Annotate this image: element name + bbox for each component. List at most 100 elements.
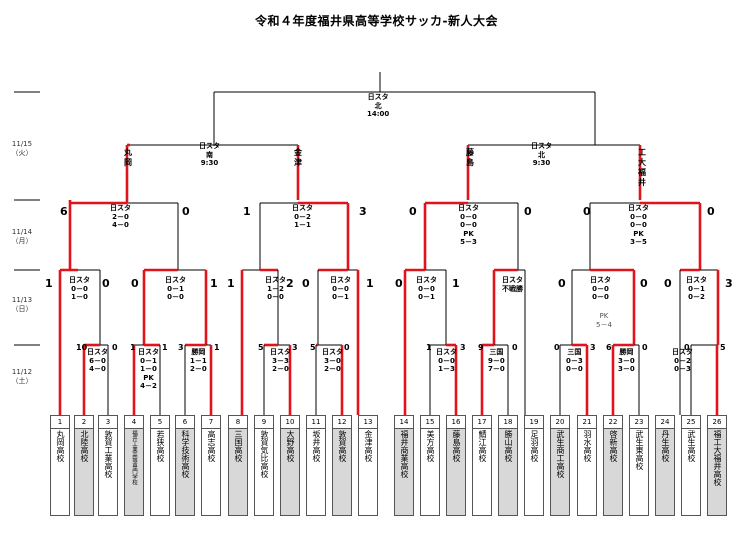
qf-info: 日スタ 0－2 1－1 [292, 204, 313, 229]
r2-score-right: 0 [102, 277, 110, 290]
team-name: 福工大福井高校 [713, 430, 722, 486]
r2-info: 日スタ 0－0 0－0 [590, 276, 611, 301]
r1-info: 勝岡 1－1 2－0 [190, 348, 207, 373]
semi-right-team: 金 津 [294, 148, 302, 167]
team-number: 21 [578, 416, 596, 429]
semi-left-team: 藤 島 [466, 148, 474, 167]
team-name: 敦賀気比高校 [260, 430, 269, 478]
team-number: 13 [359, 416, 377, 429]
r1-score-left: 1 [426, 343, 432, 352]
team-name: 高志高校 [207, 430, 216, 462]
team-name: 坂井高校 [312, 430, 321, 462]
r1-score-left: 6 [606, 343, 612, 352]
r1-score-right: 3 [460, 343, 466, 352]
r2-score-left: 1 [45, 277, 53, 290]
r2-score-right: 3 [725, 277, 733, 290]
r2-pk-info: PK 5－4 [596, 312, 612, 329]
team-name: 羽水高校 [583, 430, 592, 462]
r1-score-left: 0 [554, 343, 560, 352]
qf-score-left: 6 [60, 205, 68, 218]
r1-score-right: 5 [720, 343, 726, 352]
qf-info: 日スタ 0－0 0－0 PK 5－3 [458, 204, 479, 246]
team-number: 19 [525, 416, 543, 429]
team-number: 22 [604, 416, 622, 429]
r1-score-right: 1 [214, 343, 220, 352]
date-label-final: 11/15 （火） [11, 140, 33, 157]
page-title: 令和４年度福井県高等学校サッカ-新人大会 [255, 14, 498, 28]
team-name: 北陸高校 [80, 430, 89, 462]
team-number: 14 [395, 416, 413, 429]
team-number: 4 [125, 416, 143, 429]
team-number: 1 [51, 416, 69, 429]
r2-info: 日スタ 0－0 0－1 [330, 276, 351, 301]
team-name: 福井商業高校 [400, 430, 409, 478]
team-name: 武生東高校 [635, 430, 644, 470]
r2-info: 日スタ 0－1 0－0 [165, 276, 186, 301]
qf-score-right: 3 [359, 205, 367, 218]
team-name: 敦賀高校 [338, 430, 347, 462]
r1-info: 三国 0－3 0－0 [566, 348, 583, 373]
team-number: 3 [99, 416, 117, 429]
r2-info: 日スタ 0－1 0－2 [686, 276, 707, 301]
r1-score-left: 5 [310, 343, 316, 352]
team-number: 9 [255, 416, 273, 429]
team-number: 7 [202, 416, 220, 429]
r1-score-right: 0 [112, 343, 118, 352]
team-name: 金津高校 [364, 430, 373, 462]
team-name: 美方高校 [426, 430, 435, 462]
r1-score-left: 0 [684, 343, 690, 352]
r1-info: 日スタ 3－3 2－0 [270, 348, 291, 373]
qf-score-left: 0 [583, 205, 591, 218]
r1-info: 日スタ 0－1 1－0 PK 4－2 [138, 348, 159, 390]
team-name: 藤島高校 [452, 430, 461, 462]
r2-score-left: 0 [664, 277, 672, 290]
qf-score-right: 0 [707, 205, 715, 218]
r1-score-left: 5 [258, 343, 264, 352]
team-name: 三国高校 [234, 430, 243, 462]
r1-score-right: 0 [512, 343, 518, 352]
r1-score-left: 3 [178, 343, 184, 352]
team-number: 23 [630, 416, 648, 429]
r1-score-right: 3 [292, 343, 298, 352]
team-name: 鯖江高校 [478, 430, 487, 462]
team-number: 26 [708, 416, 726, 429]
r2-score-right: 1 [452, 277, 460, 290]
r1-score-right: 1 [162, 343, 168, 352]
r1-score-left: 10 [76, 343, 88, 352]
semi-info: 日スタ 南 9:30 [199, 142, 220, 167]
team-number: 5 [151, 416, 169, 429]
team-name: 科学技術高校 [181, 430, 190, 478]
r1-score-right: 0 [344, 343, 350, 352]
r1-info: 日スタ 3－0 2－0 [322, 348, 343, 373]
final-info: 日スタ 北 14:00 [367, 93, 390, 118]
team-number: 11 [307, 416, 325, 429]
qf-info: 日スタ 2－0 4－0 [110, 204, 131, 229]
r1-info: 日スタ 0－0 1－3 [436, 348, 457, 373]
team-name: 武生商工高校 [556, 430, 565, 478]
r2-score-left: 1 [227, 277, 235, 290]
team-name: 足羽高校 [530, 430, 539, 462]
team-number: 8 [229, 416, 247, 429]
r1-info: 日スタ 0－2 0－3 [672, 348, 693, 373]
team-number: 18 [499, 416, 517, 429]
team-name: 丹生高校 [661, 430, 670, 462]
